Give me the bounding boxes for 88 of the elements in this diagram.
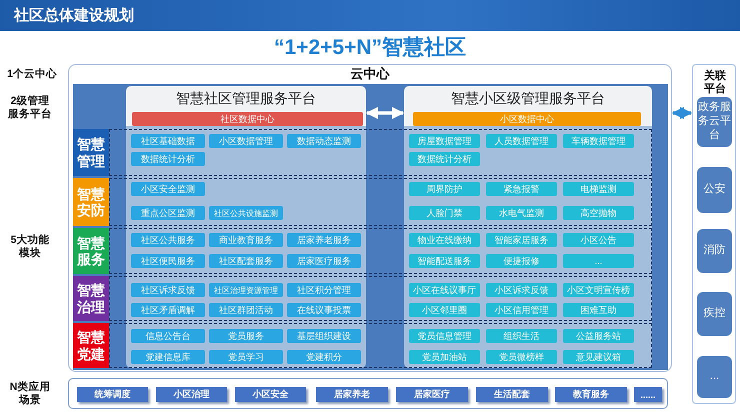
feature-box: 社区群团活动 [209, 303, 283, 317]
feature-box: 社区基础数据 [131, 134, 205, 148]
feature-box: 党员学习 [209, 350, 283, 364]
feature-box: 房屋数据管理 [409, 134, 480, 148]
feature-box: 基层组织建设 [287, 329, 361, 343]
platform-box: ... [697, 356, 732, 398]
cloud-center-title: 云中心 [350, 65, 391, 83]
panel-title: 智慧社区管理服务平台 [175, 89, 317, 108]
feature-box: 小区文明宣传榜 [563, 283, 634, 297]
feature-box: 公益服务站 [563, 329, 634, 343]
data-center-bar: 小区数据中心 [413, 112, 641, 126]
feature-box: 意见建议箱 [563, 350, 634, 364]
related-platform-box [692, 64, 736, 404]
data-center-bar: 社区数据中心 [132, 112, 363, 126]
related-platform-title: 关联平台 [703, 69, 727, 97]
feature-box: 社区诉求反馈 [131, 283, 205, 297]
feature-box: 党员微榜样 [486, 350, 557, 364]
side-label: N类应用场景 [8, 380, 52, 408]
feature-box: 数据统计分析 [131, 152, 205, 166]
scenario-box: 小区安全 [235, 387, 306, 402]
feature-box: 在线议事投票 [287, 303, 361, 317]
platform-panel [404, 86, 652, 368]
feature-box: 小区邻里圈 [409, 303, 480, 317]
feature-box: 小区数据管理 [209, 134, 283, 148]
feature-box: 小区安全监测 [131, 182, 205, 196]
feature-box: 小区信用管理 [486, 303, 557, 317]
feature-box: 高空抛物 [563, 206, 634, 220]
module-label-box: 智慧安防 [73, 178, 109, 226]
feature-box: 水电气监测 [486, 206, 557, 220]
feature-box: 居家医疗服务 [287, 254, 361, 268]
scenario-box: 教育服务 [555, 387, 627, 402]
platform-panel [126, 86, 366, 368]
feature-box: 小区公告 [563, 233, 634, 247]
feature-box: 紧急报警 [486, 182, 557, 196]
feature-box: 党员信息管理 [409, 329, 480, 343]
feature-box: 党员服务 [209, 329, 283, 343]
panel-title: 智慧小区级管理服务平台 [450, 89, 606, 108]
feature-box: 人员数据管理 [486, 134, 557, 148]
feature-box: 电梯监测 [563, 182, 634, 196]
feature-box: ... [563, 254, 634, 268]
module-label-box: 智慧治理 [73, 276, 109, 321]
feature-box: 党员加油站 [409, 350, 480, 364]
feature-box: 党建积分 [287, 350, 361, 364]
module-label-box: 智慧服务 [73, 228, 109, 274]
feature-box: 人脸门禁 [409, 206, 480, 220]
feature-box: 社区配套服务 [209, 254, 283, 268]
feature-box: 数据统计分析 [409, 152, 480, 166]
scenario-box: 统筹调度 [77, 387, 148, 402]
double-arrow [672, 106, 692, 120]
feature-box: 智能家居服务 [486, 233, 557, 247]
feature-box: 周界防护 [409, 182, 480, 196]
module-label-box: 智慧党建 [73, 323, 109, 368]
feature-box: 社区矛盾调解 [131, 303, 205, 317]
feature-box: 车辆数据管理 [563, 134, 634, 148]
scenario-box: 小区治理 [156, 387, 227, 402]
scenario-box: 居家医疗 [396, 387, 468, 402]
feature-box: 商业教育服务 [209, 233, 283, 247]
platform-box: 公安 [697, 167, 732, 213]
feature-box: 社区公共服务 [131, 233, 205, 247]
scenario-box: 生活配套 [476, 387, 548, 402]
module-label-box: 智慧管理 [73, 129, 109, 176]
feature-box: 物业在线缴纳 [409, 233, 480, 247]
feature-box: 重点公区监测 [131, 206, 205, 220]
feature-box: 组织生活 [486, 329, 557, 343]
double-arrow [366, 106, 404, 120]
feature-box: 数据动态监测 [287, 134, 361, 148]
page-title: 社区总体建设规划 [14, 6, 135, 26]
feature-box: 社区便民服务 [131, 254, 205, 268]
scenario-box: ...... [634, 387, 662, 402]
feature-box: 小区诉求反馈 [486, 283, 557, 297]
side-label: 1个云中心 [6, 66, 58, 82]
cloud-center-box [68, 64, 672, 372]
feature-box: 困难互助 [563, 303, 634, 317]
feature-box: 便捷报修 [486, 254, 557, 268]
side-label: 2级管理服务平台 [6, 94, 53, 122]
feature-box: 党建信息库 [131, 350, 205, 364]
platform-box: 疾控 [697, 292, 732, 336]
feature-box: 信息公告台 [131, 329, 205, 343]
scenario-box: 居家养老 [316, 387, 388, 402]
side-label: 5大功能模块 [10, 233, 50, 261]
feature-box: 小区在线议事厅 [409, 283, 480, 297]
diagram-heading: “1+2+5+N”智慧社区 [273, 35, 467, 61]
feature-box: 居家养老服务 [287, 233, 361, 247]
box-frame [68, 378, 668, 409]
platform-box: 政务服务云平台 [697, 97, 732, 147]
platform-box: 消防 [697, 229, 732, 273]
feature-box: 智能配送服务 [409, 254, 480, 268]
feature-box: 社区积分管理 [287, 283, 361, 297]
